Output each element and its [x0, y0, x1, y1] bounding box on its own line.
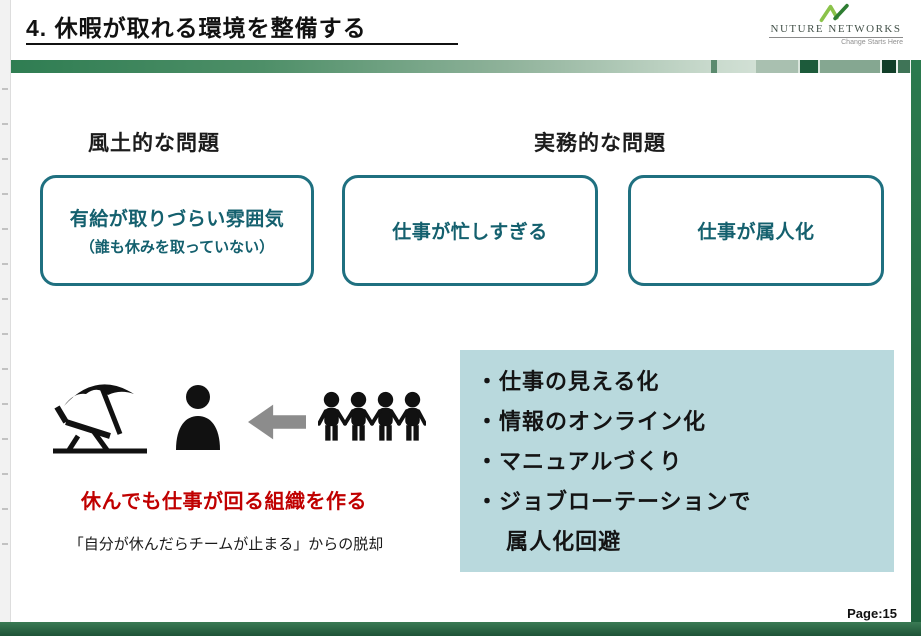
gutter-tick-marks — [2, 88, 8, 568]
arrow-left-icon — [248, 404, 306, 445]
bar-segment — [800, 60, 818, 73]
people-group-icon — [317, 386, 427, 453]
left-gutter — [0, 0, 11, 636]
solutions-panel: ・仕事の見える化 ・情報のオンライン化 ・マニュアルづくり ・ジョブローテーショ… — [460, 350, 894, 572]
bar-segment — [756, 60, 798, 73]
problem-box-line1: 仕事が属人化 — [697, 222, 815, 243]
problem-box-vacation-atmosphere: 有給が取りづらい雰囲気 （誰も休みを取っていない） — [40, 175, 314, 286]
solution-item: ・ジョブローテーションで — [476, 489, 752, 514]
person-icon — [170, 384, 226, 455]
bar-segment — [820, 60, 880, 73]
problem-box-line1: 有給が取りづらい雰囲気 — [69, 209, 285, 230]
slide-title: 4. 休暇が取れる環境を整備する — [26, 15, 367, 41]
title-underline — [26, 43, 458, 45]
logo-brand-text: NUTURE NETWORKS — [769, 23, 903, 38]
company-logo: NUTURE NETWORKS Change Starts Here — [769, 3, 903, 46]
solution-item: ・仕事の見える化 — [476, 369, 660, 394]
solution-item: ・マニュアルづくり — [476, 449, 683, 474]
footer-green-bar — [0, 622, 921, 636]
column-header-practical: 実務的な問題 — [534, 132, 666, 155]
bar-segment — [711, 60, 717, 73]
logo-tagline: Change Starts Here — [841, 39, 903, 46]
problem-box-personalized-work: 仕事が属人化 — [628, 175, 884, 286]
page-number-label: Page:15 — [847, 606, 897, 621]
solution-item: ・情報のオンライン化 — [476, 409, 707, 434]
red-headline: 休んでも仕事が回る組織を作る — [81, 491, 367, 513]
problem-box-too-busy: 仕事が忙しすぎる — [342, 175, 598, 286]
header-gradient-bar — [11, 60, 911, 73]
problem-box-line1: 仕事が忙しすぎる — [392, 222, 548, 243]
bar-segment — [882, 60, 896, 73]
right-green-strip — [911, 60, 921, 636]
column-header-cultural: 風土的な問題 — [88, 132, 220, 155]
solution-item: 属人化回避 — [476, 529, 622, 554]
problem-box-line2: （誰も休みを取っていない） — [79, 239, 275, 256]
logo-mark-icon — [819, 3, 849, 23]
escape-subtext: 「自分が休んだらチームが止まる」からの脱却 — [68, 536, 384, 553]
bar-segment — [898, 60, 910, 73]
beach-umbrella-chair-icon — [50, 376, 150, 461]
